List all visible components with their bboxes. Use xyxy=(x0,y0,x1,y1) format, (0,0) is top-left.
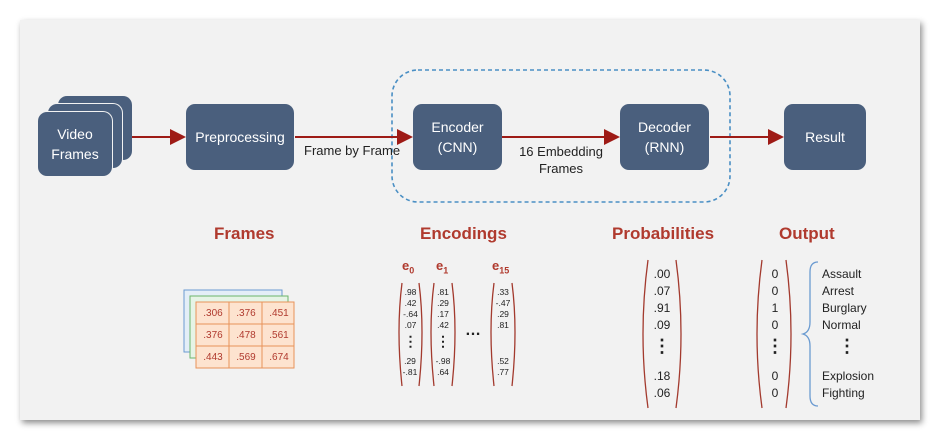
frame-cell: .674 xyxy=(269,352,289,363)
e1-vdots: ⋮ xyxy=(436,333,450,349)
e1-bracket-left xyxy=(430,282,435,387)
video-frames-line1: Video xyxy=(57,126,93,142)
e0-label: e0 xyxy=(402,258,415,276)
e15-bracket-left xyxy=(490,282,495,387)
frame-cell: .376 xyxy=(203,330,223,341)
edge-label-embedding-line1: 16 Embedding xyxy=(519,144,603,159)
decoder-line2: (RNN) xyxy=(644,139,685,155)
prob-bracket-left xyxy=(642,259,649,409)
output-bracket-right xyxy=(785,259,792,409)
encodings-hdots: … xyxy=(465,322,481,339)
frame-cell: .451 xyxy=(269,308,289,319)
edge-label-embedding-line2: Frames xyxy=(538,161,584,176)
e0-bracket-right xyxy=(418,282,423,387)
video-frames-node: Video Frames xyxy=(38,112,112,176)
frame-cell: .376 xyxy=(236,308,256,319)
frame-cell: .478 xyxy=(236,330,256,341)
preprocessing-label: Preprocessing xyxy=(195,129,285,145)
output-bracket-left xyxy=(756,259,763,409)
e1-values-top: .81 .29 .17 .42 xyxy=(437,287,449,330)
output-classes-vdots: ⋮ xyxy=(838,336,856,356)
section-frames: Frames xyxy=(214,224,275,243)
prob-bracket-right xyxy=(675,259,682,409)
e15-bracket-right xyxy=(511,282,516,387)
output-bits-top: 0 0 1 0 xyxy=(771,267,779,332)
frame-cell: .443 xyxy=(203,352,223,363)
e0-values-bottom: .29 -.81 xyxy=(402,356,418,377)
video-frames-line2: Frames xyxy=(51,146,99,162)
encoder-line2: (CNN) xyxy=(437,139,478,155)
e1-bracket-right xyxy=(451,282,456,387)
frame-cell: .561 xyxy=(269,330,289,341)
result-label: Result xyxy=(805,129,845,145)
probabilities-bottom: .18 .06 xyxy=(653,369,671,400)
edge-label-frame-by-frame: Frame by Frame xyxy=(304,143,401,158)
e15-label: e15 xyxy=(492,258,510,276)
decoder-line1: Decoder xyxy=(638,119,691,135)
result-node: Result xyxy=(784,104,866,170)
e15-values-top: .33 -.47 .29 .81 xyxy=(495,287,511,330)
frame-grid-front xyxy=(195,301,295,369)
e1-label: e1 xyxy=(436,258,449,276)
section-encodings: Encodings xyxy=(420,224,507,243)
decoder-node: Decoder (RNN) xyxy=(620,104,709,170)
e1-values-bottom: -.98 .64 xyxy=(435,356,451,377)
output-classes-bottom: Explosion Fighting xyxy=(822,369,875,400)
e0-bracket-left xyxy=(398,282,403,387)
output-classes-top: Assault Arrest Burglary Normal xyxy=(822,267,867,332)
e15-values-bottom: .52 .77 xyxy=(497,356,509,377)
output-bits-bottom: 0 0 xyxy=(771,369,779,400)
frame-cell: .306 xyxy=(203,308,223,319)
frame-cell: .569 xyxy=(236,352,256,363)
e0-vdots: ⋮ xyxy=(403,333,418,349)
section-output: Output xyxy=(779,224,835,243)
e0-values-top: .98 .42 -.64 .07 xyxy=(403,287,418,330)
section-probabilities: Probabilities xyxy=(612,224,715,243)
output-bits-vdots: ⋮ xyxy=(766,336,784,356)
encoder-node: Encoder (CNN) xyxy=(413,104,502,170)
edge-label-embedding: 16 Embedding Frames xyxy=(516,143,606,177)
class-brace xyxy=(800,261,819,407)
probabilities-vdots: ⋮ xyxy=(653,336,671,356)
encoder-line1: Encoder xyxy=(431,119,484,135)
probabilities-top: .00 .07 .91 .09 xyxy=(653,267,671,332)
preprocessing-node: Preprocessing xyxy=(186,104,294,170)
diagram-panel xyxy=(20,20,920,420)
